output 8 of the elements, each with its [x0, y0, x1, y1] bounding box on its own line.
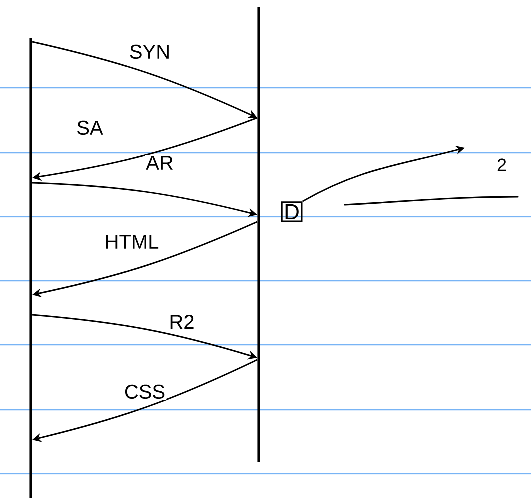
edge-label: SYN: [128, 44, 172, 60]
text-node: D: [281, 202, 303, 222]
note-text: 2: [498, 158, 506, 172]
edge-label: AR: [145, 155, 175, 171]
edge-label: SA: [76, 120, 104, 136]
edge-label: CSS: [123, 384, 167, 400]
edge-label: R2: [168, 314, 196, 330]
edge-label: HTML: [104, 234, 160, 250]
